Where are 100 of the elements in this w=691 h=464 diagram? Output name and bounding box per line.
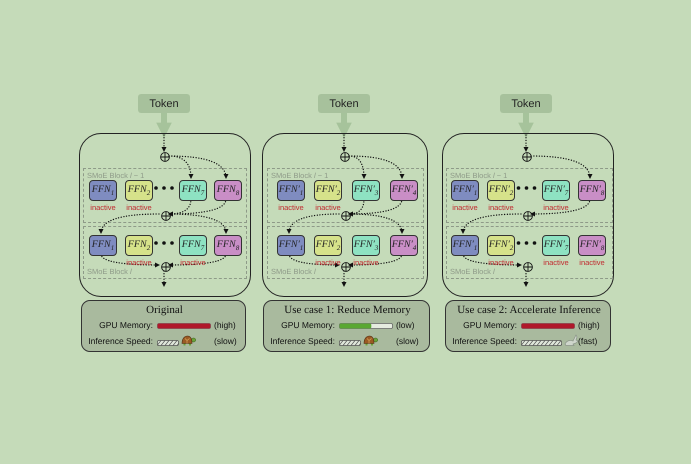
expert-box <box>542 235 570 256</box>
expert-label: FFN′$_{4}$ <box>392 240 416 252</box>
expert-label: FFN$_{2}$ <box>128 240 150 252</box>
expert-label: FFN′$_{3}$ <box>354 184 378 196</box>
expert-box <box>277 180 305 201</box>
routing-arrow <box>162 270 166 287</box>
expert-box <box>179 180 207 201</box>
expert-box <box>125 180 153 201</box>
expert-label: FFN′$_{1}$ <box>278 240 304 252</box>
expert-box <box>390 235 418 256</box>
expert-box <box>542 180 570 201</box>
metric-value: (slow) <box>396 337 419 346</box>
panel-title: Use case 2: Accelerate Inference <box>456 305 602 316</box>
expert-label: FFN$_{8}$ <box>216 184 240 196</box>
expert-label: FFN′$_{8}$ <box>580 184 604 196</box>
routing-arrow <box>342 134 346 152</box>
expert-box <box>451 180 479 201</box>
block-frame <box>267 226 424 279</box>
expert-label: FFN$_{8}$ <box>216 240 240 252</box>
expert-box <box>277 235 305 256</box>
block-frame <box>446 168 613 223</box>
routing-arrow <box>168 253 227 268</box>
model-container <box>262 133 428 297</box>
metric-value: (low) <box>396 321 414 330</box>
routing-arrow <box>348 155 404 179</box>
model-container <box>442 133 614 297</box>
metric-value: (fast) <box>578 337 598 346</box>
token-box: Token <box>500 94 552 113</box>
routing-arrow <box>342 270 346 287</box>
routing-arrow <box>168 213 228 234</box>
expert-box <box>578 235 606 256</box>
block-frame <box>267 168 424 223</box>
sum-symbol <box>341 211 351 221</box>
routing-arrow <box>168 155 228 179</box>
block-frame <box>446 226 613 279</box>
routing-arrow <box>462 253 522 268</box>
expert-label: FFN′$_{2}$ <box>316 240 340 252</box>
routing-arrow <box>461 213 522 234</box>
input-arrow <box>518 113 534 138</box>
routing-arrow <box>348 155 366 179</box>
expert-box <box>352 235 380 256</box>
input-arrow <box>156 113 172 138</box>
expert-box <box>390 180 418 201</box>
expert-box <box>214 180 242 201</box>
expert-label: FFN$_{1}$ <box>92 184 114 196</box>
block-frame <box>83 168 247 223</box>
expert-label: FFN$_{7}$ <box>182 184 204 196</box>
expert-label: FFN$_{2}$ <box>128 184 150 196</box>
expert-box <box>214 235 242 256</box>
expert-box <box>89 235 117 256</box>
metric-label: GPU Memory: <box>281 321 335 330</box>
routing-arrow <box>524 270 528 287</box>
token-box: Token <box>138 94 190 113</box>
expert-label: FFN′$_{2}$ <box>316 184 340 196</box>
routing-arrow <box>168 155 194 179</box>
expert-box <box>89 180 117 201</box>
expert-label: FFN′$_{1}$ <box>452 184 478 196</box>
sum-symbol <box>160 152 170 162</box>
panel-title: Original <box>145 305 184 316</box>
expert-box <box>125 235 153 256</box>
expert-label: FFN′$_{1}$ <box>278 184 304 196</box>
metric-label: Inference Speed: <box>88 337 153 346</box>
metric-value: (high) <box>214 321 236 330</box>
input-arrow <box>336 113 352 138</box>
routing-arrow <box>288 253 340 268</box>
expert-label: FFN′$_{2}$ <box>488 240 514 252</box>
sum-symbol <box>523 211 533 221</box>
expert-label: FFN$_{1}$ <box>92 240 114 252</box>
expert-label: FFN′$_{7}$ <box>544 184 568 196</box>
expert-box <box>314 235 342 256</box>
routing-arrow <box>530 155 592 179</box>
token-box: Token <box>318 94 370 113</box>
expert-label: FFN′$_{8}$ <box>580 240 604 252</box>
expert-label: FFN′$_{4}$ <box>392 184 416 196</box>
routing-arrow <box>100 253 160 268</box>
metric-value: (slow) <box>214 337 237 346</box>
routing-arrow <box>286 213 340 234</box>
sum-symbol <box>161 211 171 221</box>
expert-label: FFN$_{7}$ <box>182 240 204 252</box>
expert-box <box>487 180 515 201</box>
expert-box <box>314 180 342 201</box>
summary-panel <box>445 300 611 352</box>
summary-panel <box>263 300 430 352</box>
sum-symbol <box>161 262 171 272</box>
sum-symbol <box>341 262 351 272</box>
expert-box <box>179 235 207 256</box>
routing-arrow <box>348 253 403 268</box>
routing-arrow <box>99 213 160 234</box>
routing-arrow <box>530 198 591 216</box>
model-container <box>79 133 251 297</box>
expert-label: FFN′$_{7}$ <box>544 240 568 252</box>
expert-box <box>352 180 380 201</box>
expert-box <box>578 180 606 201</box>
metric-label: Inference Speed: <box>452 337 517 346</box>
sum-symbol <box>522 152 532 162</box>
expert-label: FFN′$_{2}$ <box>488 184 514 196</box>
expert-box <box>487 235 515 256</box>
metric-value: (high) <box>578 321 600 330</box>
routing-arrow <box>348 213 404 234</box>
routing-arrow <box>168 198 227 216</box>
